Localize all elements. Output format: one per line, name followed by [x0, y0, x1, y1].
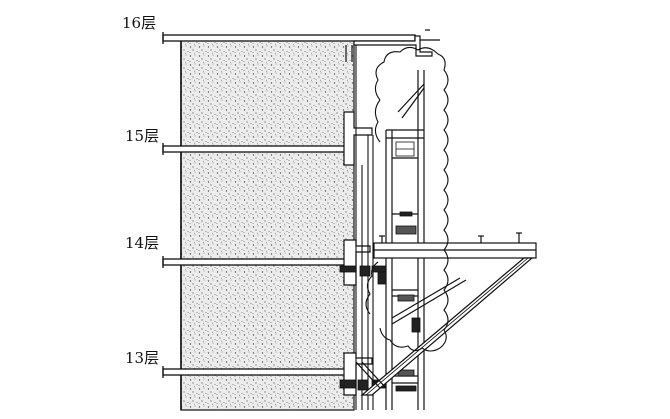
- concrete-wall: [180, 39, 355, 411]
- floor-label-16: 16层: [122, 14, 157, 32]
- cantilever-beam: [355, 232, 537, 396]
- floor-label-13: 13层: [125, 349, 160, 367]
- floor-label-15: 15层: [125, 127, 160, 145]
- floor-label-14: 14层: [125, 234, 160, 252]
- facade-verticals: [355, 45, 374, 410]
- safety-net-outline: [365, 46, 449, 352]
